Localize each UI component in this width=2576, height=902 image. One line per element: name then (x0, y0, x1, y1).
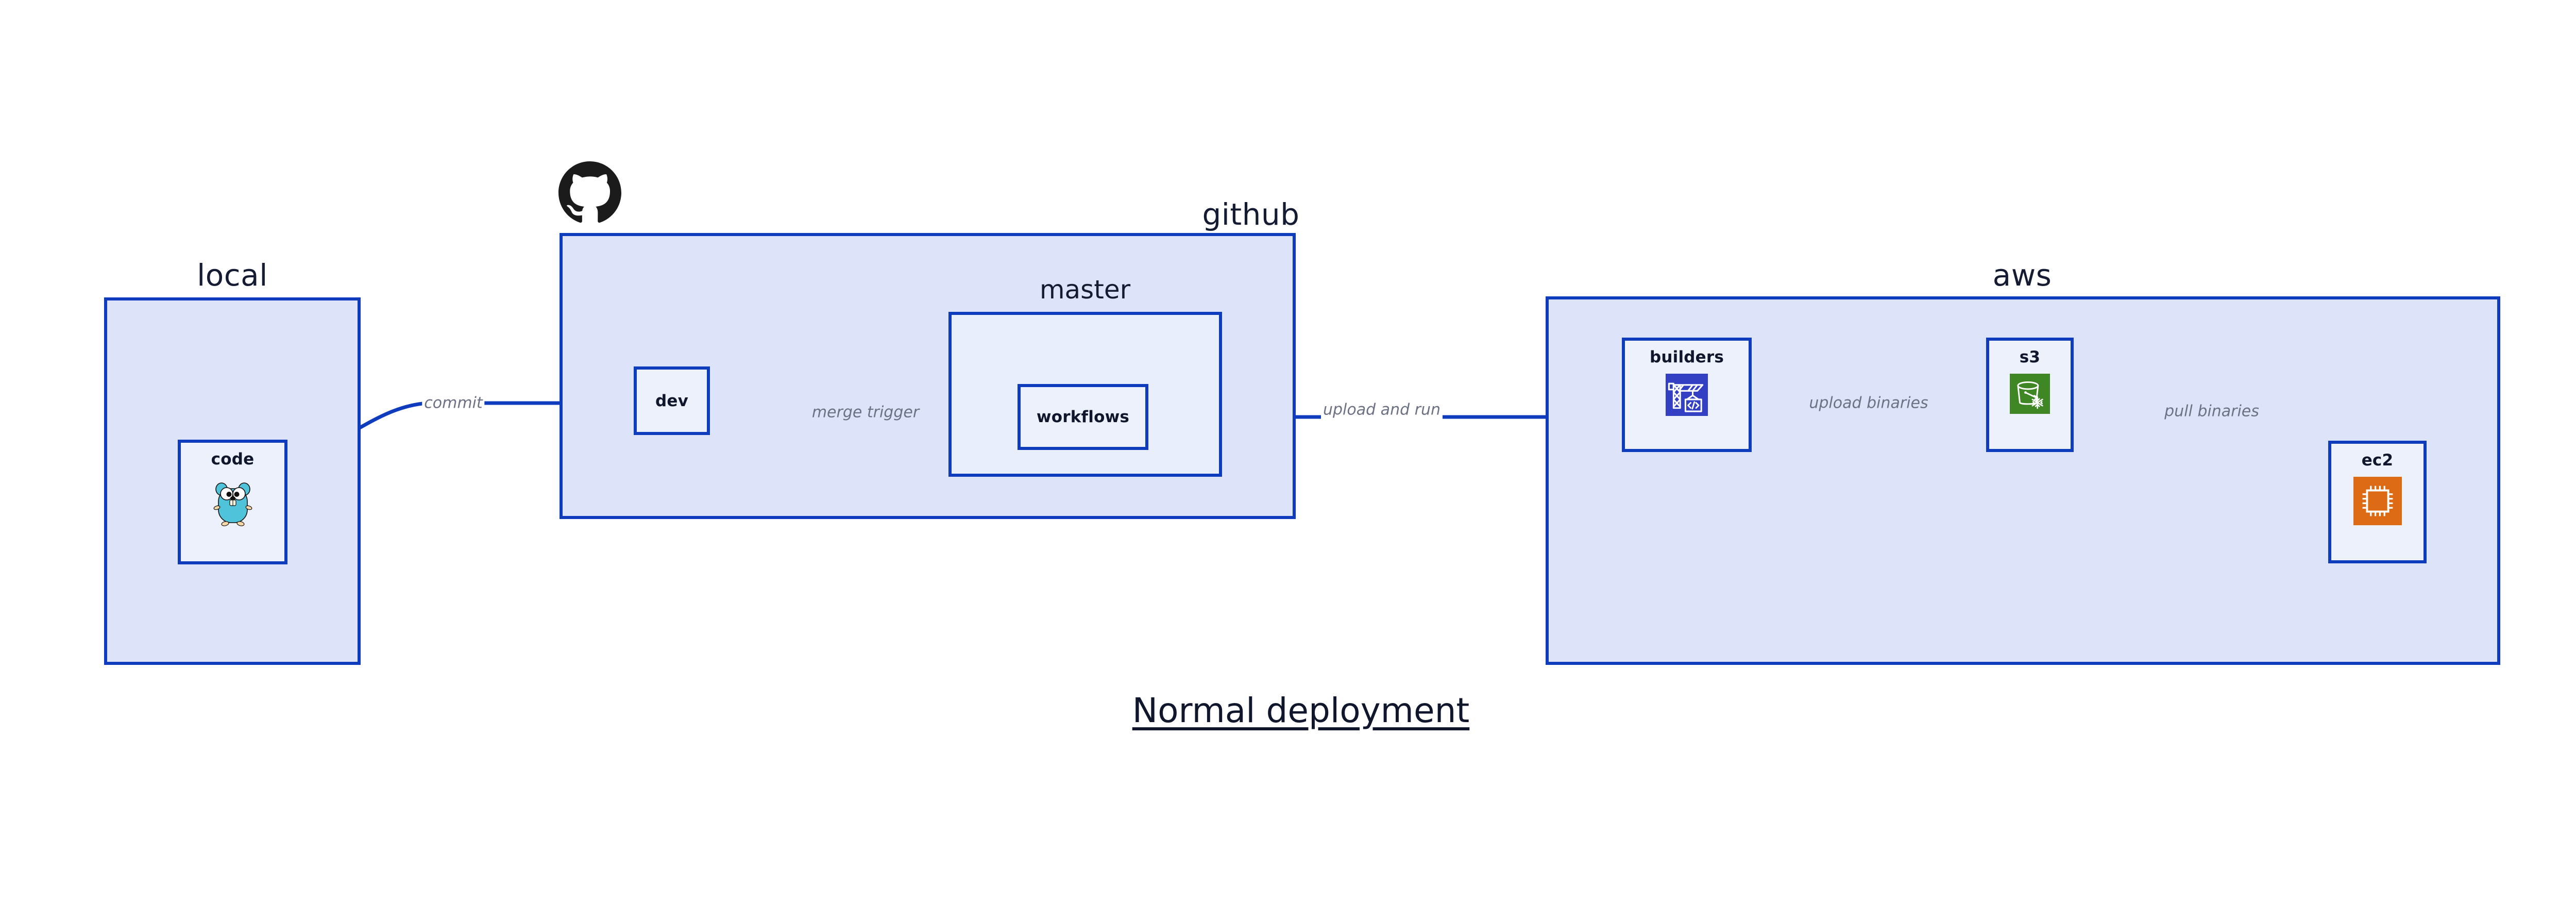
node-code[interactable]: code (178, 440, 287, 564)
node-s3-label: s3 (2019, 348, 2041, 366)
aws-ec2-chip-icon (2353, 477, 2402, 525)
node-builders[interactable]: builders (1622, 338, 1752, 452)
group-label-local: local (197, 258, 268, 293)
aws-codebuild-icon (1666, 374, 1708, 416)
edge-label-merge-trigger: merge trigger (809, 403, 922, 422)
edge-label-pull-binaries: pull binaries (2162, 402, 2261, 421)
group-label-aws: aws (1992, 258, 2052, 293)
edge-label-commit: commit (422, 394, 485, 412)
diagram-title: Normal deployment (1132, 691, 1470, 730)
go-gopher-icon (212, 476, 254, 530)
node-ec2[interactable]: ec2 (2328, 441, 2427, 563)
node-dev[interactable]: dev (634, 366, 710, 435)
github-octocat-logo (558, 161, 622, 226)
node-code-label: code (211, 450, 255, 469)
aws-s3-glacier-icon (2010, 374, 2050, 414)
node-dev-label: dev (655, 391, 689, 410)
edge-label-upload-binaries: upload binaries (1807, 394, 1930, 412)
node-workflows-label: workflows (1036, 408, 1130, 426)
node-s3[interactable]: s3 (1986, 338, 2074, 452)
group-label-github: github (1202, 197, 1300, 232)
node-builders-label: builders (1649, 348, 1724, 366)
node-ec2-label: ec2 (2361, 451, 2394, 470)
edge-label-upload-and-run: upload and run (1320, 400, 1443, 419)
subgroup-label-master: master (1039, 275, 1131, 305)
node-workflows[interactable]: workflows (1018, 384, 1148, 450)
